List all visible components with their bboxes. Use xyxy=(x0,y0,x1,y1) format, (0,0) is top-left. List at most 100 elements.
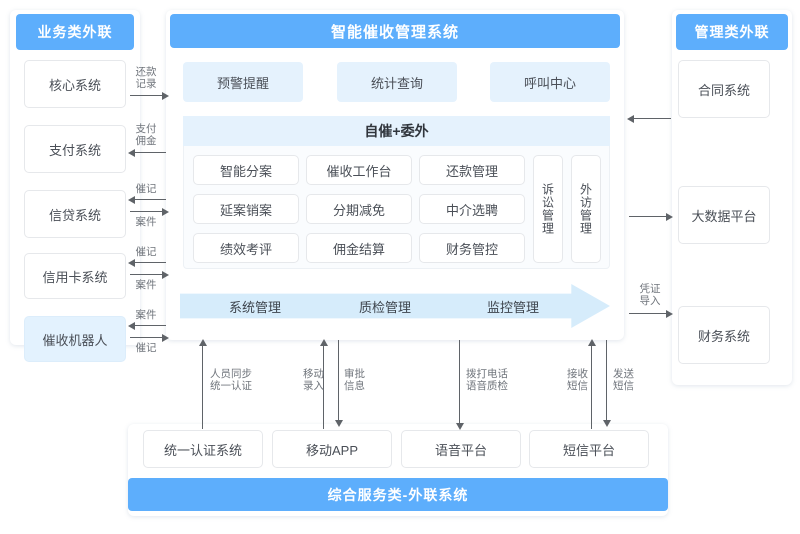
right-item-1-label: 大数据平台 xyxy=(691,208,757,224)
core-side-module-1-label: 外访管理 xyxy=(578,183,593,235)
core-subpanel-title-label: 自催+委外 xyxy=(364,123,429,139)
right-item-2[interactable]: 财务系统 xyxy=(678,306,770,364)
left-flow-4-arrowhead-left xyxy=(128,322,135,330)
core-cell-1-0-label: 延案销案 xyxy=(219,202,272,218)
bottom-item-3[interactable]: 短信平台 xyxy=(529,430,649,468)
center-top-module-0[interactable]: 预警提醒 xyxy=(183,62,303,102)
bottom-item-2[interactable]: 语音平台 xyxy=(401,430,521,468)
bottom-flow-0-line xyxy=(202,345,204,429)
center-top-module-2-label: 呼叫中心 xyxy=(523,75,576,91)
left-item-0[interactable]: 核心系统 xyxy=(24,60,126,108)
right-item-0-label: 合同系统 xyxy=(697,82,750,98)
left-flow-2-label-bottom: 案件 xyxy=(135,216,157,228)
core-cell-1-2[interactable]: 中介选聘 xyxy=(419,194,525,224)
left-flow-1-label: 支付 佣金 xyxy=(135,123,157,147)
core-side-module-1[interactable]: 外访管理 xyxy=(571,155,601,263)
right-flow-0-line xyxy=(633,118,671,120)
core-cell-1-1-label: 分期减免 xyxy=(332,202,385,218)
left-panel-header-label: 业务类外联 xyxy=(37,24,113,40)
bottom-panel-footer-label: 综合服务类-外联系统 xyxy=(327,486,469,503)
bottom-flow-1-arrowhead-up xyxy=(320,339,328,346)
core-cell-2-2-label: 财务管控 xyxy=(445,241,498,257)
left-flow-3-arrowhead-right xyxy=(162,271,169,279)
core-cell-0-2[interactable]: 还款管理 xyxy=(419,155,525,185)
bottom-item-3-label: 短信平台 xyxy=(562,442,615,458)
right-item-1[interactable]: 大数据平台 xyxy=(678,186,770,244)
core-cell-1-2-label: 中介选聘 xyxy=(445,202,498,218)
left-item-3-label: 信用卡系统 xyxy=(42,269,108,285)
left-item-1[interactable]: 支付系统 xyxy=(24,125,126,173)
left-item-2[interactable]: 信贷系统 xyxy=(24,190,126,238)
bottom-item-0[interactable]: 统一认证系统 xyxy=(143,430,263,468)
core-cell-2-1-label: 佣金结算 xyxy=(332,241,385,257)
bottom-item-1-label: 移动APP xyxy=(305,442,358,458)
left-flow-4-label-top: 案件 xyxy=(135,309,157,321)
right-flow-2-label: 凭证 导入 xyxy=(639,283,661,307)
left-flow-3-line-out xyxy=(130,274,164,276)
left-flow-2-line-out xyxy=(130,211,164,213)
bottom-flow-3-label: 拨打电话 语音质检 xyxy=(466,368,508,392)
bottom-item-1[interactable]: 移动APP xyxy=(272,430,392,468)
core-cell-2-0[interactable]: 绩效考评 xyxy=(193,233,299,263)
right-flow-1-line xyxy=(629,216,669,218)
left-flow-2-arrowhead-right xyxy=(162,208,169,216)
bottom-flow-5-arrowhead-down xyxy=(603,420,611,427)
bottom-flow-4-label: 接收 短信 xyxy=(567,368,588,392)
core-side-module-0-label: 诉讼管理 xyxy=(540,183,555,235)
core-cell-2-0-label: 绩效考评 xyxy=(219,241,272,257)
bottom-flow-2-label: 审批 信息 xyxy=(344,368,365,392)
center-top-module-2[interactable]: 呼叫中心 xyxy=(490,62,610,102)
left-item-2-label: 信贷系统 xyxy=(48,207,101,223)
core-cell-2-1[interactable]: 佣金结算 xyxy=(306,233,412,263)
banner-label-0-text: 系统管理 xyxy=(228,299,281,315)
center-panel-header: 智能催收管理系统 xyxy=(170,14,620,48)
core-cell-1-0[interactable]: 延案销案 xyxy=(193,194,299,224)
right-item-0[interactable]: 合同系统 xyxy=(678,60,770,118)
core-side-module-0[interactable]: 诉讼管理 xyxy=(533,155,563,263)
bottom-flow-4-arrowhead-up xyxy=(588,339,596,346)
bottom-flow-1-line xyxy=(323,345,325,429)
banner-label-2-text: 监控管理 xyxy=(486,299,539,315)
bottom-flow-3-arrowhead-down xyxy=(456,423,464,430)
left-item-3[interactable]: 信用卡系统 xyxy=(24,253,126,299)
center-top-module-1-label: 统计查询 xyxy=(370,75,423,91)
bottom-flow-0-label: 人员同步 统一认证 xyxy=(210,368,252,392)
bottom-flow-1-label: 移动 录入 xyxy=(303,368,324,392)
right-item-2-label: 财务系统 xyxy=(697,328,750,344)
left-flow-3-line-in xyxy=(133,262,166,264)
core-cell-1-1[interactable]: 分期减免 xyxy=(306,194,412,224)
left-flow-4-label-bottom: 催记 xyxy=(135,342,157,354)
right-flow-2-line xyxy=(629,313,669,315)
core-cell-0-0-label: 智能分案 xyxy=(219,163,272,179)
management-banner-label-1: 质检管理 xyxy=(335,296,435,316)
center-top-module-0-label: 预警提醒 xyxy=(216,75,269,91)
right-flow-0-arrowhead-left xyxy=(627,115,634,123)
banner-label-1-text: 质检管理 xyxy=(358,299,411,315)
bottom-flow-2-line xyxy=(338,340,340,422)
left-item-4[interactable]: 催收机器人 xyxy=(24,316,126,362)
core-subpanel-title: 自催+委外 xyxy=(183,116,610,146)
bottom-item-2-label: 语音平台 xyxy=(434,442,487,458)
left-flow-3-label-bottom: 案件 xyxy=(135,279,157,291)
bottom-panel-footer: 综合服务类-外联系统 xyxy=(128,478,668,511)
left-item-4-label: 催收机器人 xyxy=(42,332,108,348)
core-cell-0-1[interactable]: 催收工作台 xyxy=(306,155,412,185)
core-cell-0-0[interactable]: 智能分案 xyxy=(193,155,299,185)
left-item-1-label: 支付系统 xyxy=(48,142,101,158)
core-cell-2-2[interactable]: 财务管控 xyxy=(419,233,525,263)
left-panel-header: 业务类外联 xyxy=(16,14,134,50)
left-flow-3-arrowhead-left xyxy=(128,259,135,267)
left-flow-3-label-top: 催记 xyxy=(135,246,157,258)
bottom-flow-2-arrowhead-down xyxy=(335,420,343,427)
left-item-0-label: 核心系统 xyxy=(48,77,101,93)
right-panel-header: 管理类外联 xyxy=(676,14,788,50)
left-flow-0-label: 还款 记录 xyxy=(135,66,157,90)
left-flow-4-line-in xyxy=(133,325,166,327)
management-banner-label-2: 监控管理 xyxy=(463,296,563,316)
center-top-module-1[interactable]: 统计查询 xyxy=(337,62,457,102)
left-flow-4-arrowhead-right xyxy=(162,334,169,342)
left-flow-4-line-out xyxy=(130,337,164,339)
bottom-item-0-label: 统一认证系统 xyxy=(163,442,242,458)
bottom-flow-5-line xyxy=(606,340,608,422)
